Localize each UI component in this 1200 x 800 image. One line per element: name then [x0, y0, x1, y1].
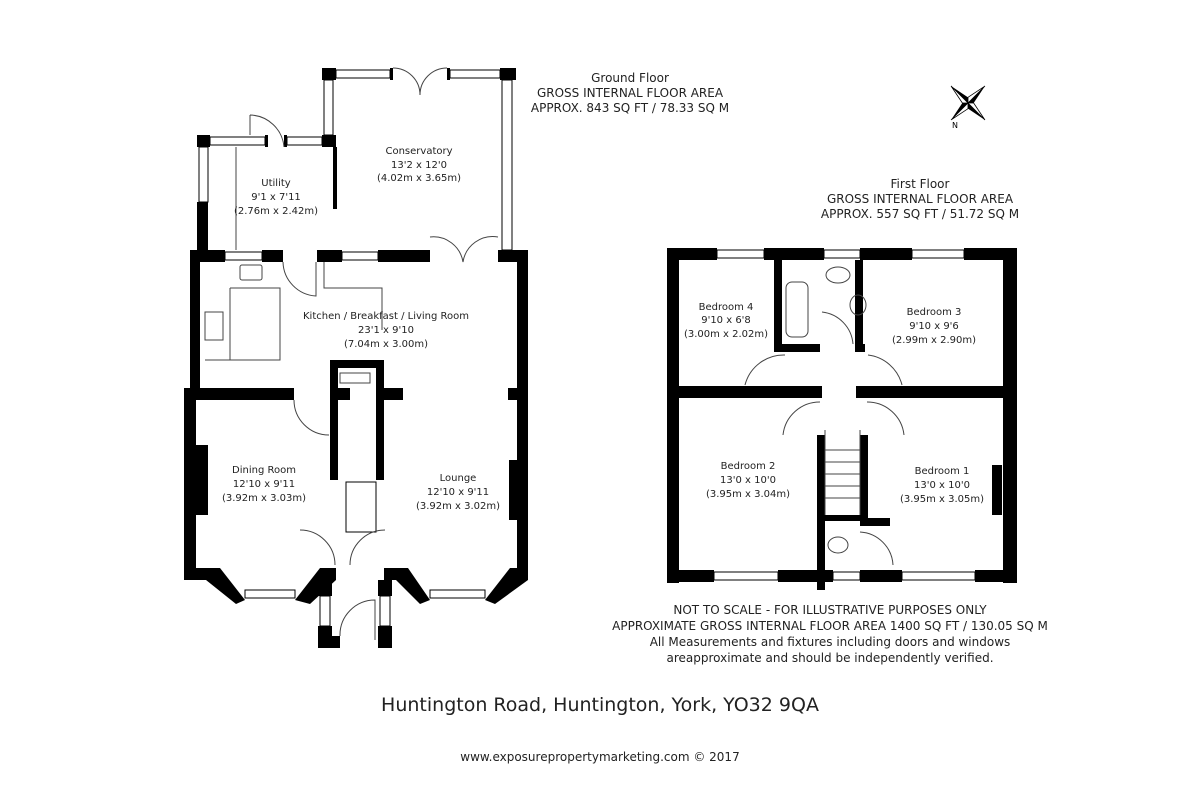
bedroom-1-imperial: 13'0 x 10'0 — [914, 480, 970, 491]
bedroom-3-metric: (2.99m x 2.90m) — [892, 335, 976, 346]
first-floor-header: First Floor GROSS INTERNAL FLOOR AREA AP… — [810, 177, 1030, 222]
dining-room-name: Dining Room — [232, 465, 296, 476]
bedroom-4-imperial: 9'10 x 6'8 — [701, 315, 751, 326]
disclaimer-line-2: APPROXIMATE GROSS INTERNAL FLOOR AREA 14… — [612, 619, 1048, 633]
kitchen-imperial: 23'1 x 9'10 — [358, 325, 414, 336]
bedroom-4-metric: (3.00m x 2.02m) — [684, 329, 768, 340]
bedroom-2-name: Bedroom 2 — [721, 461, 776, 472]
bedroom-4-name: Bedroom 4 — [699, 302, 754, 313]
lounge-metric: (3.92m x 3.02m) — [416, 501, 500, 512]
disclaimer-line-4: areapproximate and should be independent… — [666, 651, 994, 665]
disclaimer: NOT TO SCALE - FOR ILLUSTRATIVE PURPOSES… — [600, 602, 1060, 666]
lounge-name: Lounge — [440, 473, 477, 484]
first-floor-title: First Floor — [890, 177, 950, 191]
disclaimer-line-3: All Measurements and fixtures including … — [649, 635, 1011, 649]
disclaimer-line-1: NOT TO SCALE - FOR ILLUSTRATIVE PURPOSES… — [673, 603, 987, 617]
compass-icon — [950, 85, 986, 121]
utility-name: Utility — [261, 178, 290, 189]
first-floor-plan: Bedroom 4 9'10 x 6'8 (3.00m x 2.02m) Bed… — [667, 248, 1017, 590]
bedroom-2-imperial: 13'0 x 10'0 — [720, 475, 776, 486]
conservatory-metric: (4.02m x 3.65m) — [377, 173, 461, 184]
compass-north-label: N — [952, 121, 958, 130]
ground-floor-header: Ground Floor GROSS INTERNAL FLOOR AREA A… — [520, 71, 740, 116]
conservatory-name: Conservatory — [385, 146, 452, 157]
utility-metric: (2.76m x 2.42m) — [234, 206, 318, 217]
bedroom-2-metric: (3.95m x 3.04m) — [706, 489, 790, 500]
bedroom-1-metric: (3.95m x 3.05m) — [900, 494, 984, 505]
bedroom-3-name: Bedroom 3 — [907, 307, 962, 318]
bedroom-1-name: Bedroom 1 — [915, 466, 970, 477]
bedroom-3-imperial: 9'10 x 9'6 — [909, 321, 959, 332]
website-credit: www.exposurepropertymarketing.com © 2017 — [460, 750, 740, 764]
ground-floor-plan: Conservatory 13'2 x 12'0 (4.02m x 3.65m)… — [184, 67, 528, 648]
first-floor-area: APPROX. 557 SQ FT / 51.72 SQ M — [820, 207, 1020, 221]
kitchen-name: Kitchen / Breakfast / Living Room — [303, 311, 469, 322]
dining-room-imperial: 12'10 x 9'11 — [233, 479, 295, 490]
property-address: Huntington Road, Huntington, York, YO32 … — [381, 694, 819, 716]
kitchen-metric: (7.04m x 3.00m) — [344, 339, 428, 350]
lounge-imperial: 12'10 x 9'11 — [427, 487, 489, 498]
ground-floor-area-label: GROSS INTERNAL FLOOR AREA — [536, 86, 724, 100]
conservatory-imperial: 13'2 x 12'0 — [391, 160, 447, 171]
ground-floor-title: Ground Floor — [591, 71, 669, 85]
dining-room-metric: (3.92m x 3.03m) — [222, 493, 306, 504]
first-floor-area-label: GROSS INTERNAL FLOOR AREA — [826, 192, 1014, 206]
utility-imperial: 9'1 x 7'11 — [251, 192, 301, 203]
ground-floor-area: APPROX. 843 SQ FT / 78.33 SQ M — [530, 101, 730, 115]
